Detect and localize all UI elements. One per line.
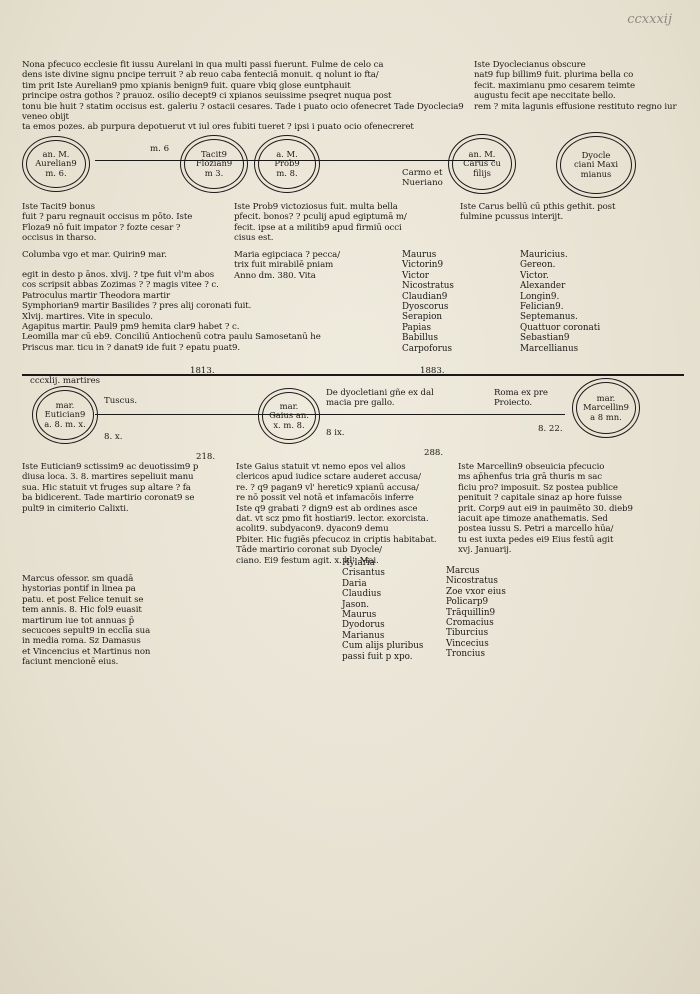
list-item: Alexander (520, 281, 566, 292)
roundel-text: mar. Eutician9 a. 8. m. x. (44, 399, 86, 429)
label-m6: m. 6 (150, 144, 170, 154)
list-item: passi fuit p xpo. (342, 651, 413, 662)
list-item: Serapion (402, 312, 443, 323)
list-item: Tiburcius (446, 628, 489, 639)
list-item: Mauricius. (520, 250, 568, 260)
list-item: Victorin9 (402, 260, 444, 271)
list-item: Cromacius (446, 618, 494, 629)
roundel-eutychianus: mar. Eutician9 a. 8. m. x. (32, 386, 98, 444)
reign-marcellinus: 8. 22. (538, 424, 563, 434)
succession-line-2 (95, 414, 565, 415)
list-item: Maurus (402, 250, 437, 260)
roundel-inner-ring (184, 139, 244, 189)
roundel-inner-ring (262, 392, 316, 440)
roundel-inner-ring (26, 140, 86, 188)
list-item: Daria (342, 578, 367, 589)
list-item: Jason. (342, 599, 370, 610)
text-marcellinus: Iste Marcellin9 obseuicia pfecucio ms ap… (458, 462, 633, 556)
roundel-text: Tacit9 Flozian9 m 3. (195, 148, 233, 178)
list-item: Marcus (446, 566, 480, 576)
year-288: 288. (424, 448, 444, 458)
list-item: Septemanus. (520, 312, 578, 323)
list-item: Claudian9 (402, 291, 448, 302)
list-item: Dyoscorus (402, 302, 449, 313)
list-item: Crisantus (342, 568, 385, 579)
label-tuscus: Tuscus. (104, 396, 138, 406)
top-left-paragraph: Nona pfecuco ecclesie fit iussu Aurelani… (22, 60, 464, 133)
text-diocletian-origin: De dyocletiani gñe ex dal macia pre gall… (326, 388, 434, 409)
separator-line (22, 374, 684, 376)
list-item: Nicostratus (402, 281, 454, 292)
roundel-marcellinus: mar. Marcellin9 a 8 mn. (572, 378, 640, 438)
martyrs-list-middle: Hylaria Crisantus Daria Claudius Jason. … (342, 558, 423, 662)
year-1883: 1883. (420, 366, 445, 376)
text-martyrs-list: egit in desto p ānos. xlvij. ? tpe fuit … (22, 270, 321, 353)
roundel-tacitus-florianus: Tacit9 Flozian9 m 3. (180, 135, 248, 193)
list-item: Babillus (402, 333, 438, 344)
roundel-text: Dyocle ciani Maxi mianus (573, 149, 619, 179)
roundel-text: mar. Marcellin9 a 8 mn. (583, 392, 629, 422)
roundel-text: an. M. Aurelian9 m. 6. (35, 148, 77, 178)
list-item: Gereon. (520, 260, 556, 271)
reign-gaius: 8 ix. (326, 428, 345, 438)
text-tacitus: Iste Tacit9 bonus fuit ? paru regnauit o… (22, 202, 193, 244)
list-item: Vincecius (446, 638, 489, 649)
text-gaius: Iste Gaius statuit vt nemo epos vel alio… (236, 462, 437, 566)
text-marcus-confessor: Marcus ofessor. sm quadā hystorias ponti… (22, 574, 151, 668)
top-right-paragraph: Iste Dyoclecianus obscure nat9 fup billi… (474, 60, 677, 112)
text-roman-origin: Roma ex pre Proiecto. (494, 388, 548, 409)
text-maria-egipciaca: Maria egipciaca ? pecca/ trix fuit mirab… (234, 250, 340, 281)
text-martyrs-lead: Columba vgo et mar. Quirin9 mar. (22, 250, 167, 260)
list-item: Dyodorus (342, 620, 385, 631)
text-probus: Iste Prob9 victoziosus fuit. multa bella… (234, 202, 407, 244)
martyrs-list-right: Marcus Nicostratus Zoe vxor eius Policar… (446, 566, 506, 660)
label-carinus-numerianus: Carmo et Nueriano (402, 168, 443, 188)
year-218: 218. (196, 452, 216, 462)
saints-list-middle: Maurus Victorin9 Victor Nicostratus Clau… (402, 250, 454, 354)
roundel-carus: an. M. Carus cu filijs (448, 134, 516, 194)
list-item: Felician9. (520, 302, 564, 313)
list-item: Cum alijs pluribus (342, 641, 424, 652)
list-item: Victor. (520, 270, 549, 281)
roundel-text: mar. Gaius an. x. m. 8. (269, 400, 309, 430)
list-item: Policarp9 (446, 597, 489, 608)
roundel-probus: a. M. Prob9 m. 8. (254, 135, 320, 193)
roundel-inner-ring (36, 390, 94, 440)
list-item: Longin9. (520, 291, 560, 302)
label-342-martyrs: cccxlij. martires (30, 376, 101, 386)
list-item: Troncius (446, 649, 485, 660)
roundel-inner-ring (576, 382, 636, 434)
saints-list-right: Mauricius. Gereon. Victor. Alexander Lon… (520, 250, 600, 354)
roundel-gaius: mar. Gaius an. x. m. 8. (258, 388, 320, 444)
year-1813: 1813. (190, 366, 215, 376)
list-item: Nicostratus (446, 576, 498, 587)
reign-eutychianus: 8. x. (104, 432, 123, 442)
list-item: Sebastian9 (520, 333, 570, 344)
text-carus: Iste Carus bellū cū pthis gethit. post f… (460, 202, 616, 223)
roundel-text: a. M. Prob9 m. 8. (274, 148, 300, 178)
roundel-inner-ring (560, 136, 632, 194)
roundel-inner-ring (258, 139, 316, 189)
list-item: Hylaria (342, 558, 375, 568)
list-item: Claudius (342, 589, 382, 600)
folio-number: ccxxxij (627, 12, 672, 27)
list-item: Marcellianus (520, 343, 579, 354)
list-item: Trāquillin9 (446, 607, 496, 618)
list-item: Papias (402, 322, 431, 333)
roundel-text: an. M. Carus cu filijs (463, 148, 501, 178)
list-item: Carpoforus (402, 343, 453, 354)
roundel-diocletian-maximian: Dyocle ciani Maxi mianus (556, 132, 636, 198)
text-eutychianus: Iste Eutician9 sctissim9 ac deuotissim9 … (22, 462, 199, 514)
list-item: Maurus (342, 610, 377, 621)
list-item: Victor (402, 270, 429, 281)
list-item: Quattuor coronati (520, 322, 601, 333)
roundel-inner-ring (452, 138, 512, 190)
list-item: Zoe vxor eius (446, 586, 506, 597)
list-item: Marianus (342, 630, 385, 641)
roundel-aurelianus: an. M. Aurelian9 m. 6. (22, 136, 90, 192)
